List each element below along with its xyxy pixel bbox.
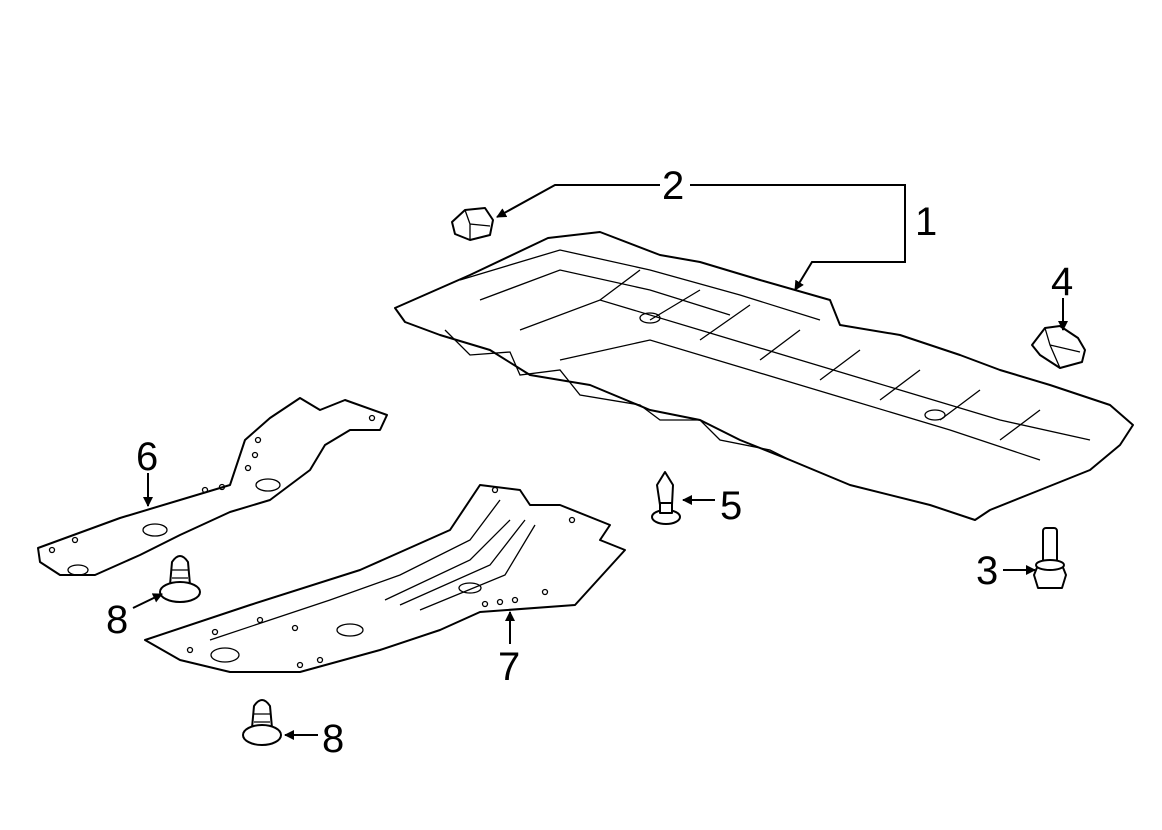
front-shield-part-7 bbox=[144, 484, 626, 673]
fastener-part-8-lower bbox=[242, 699, 282, 746]
callout-4: 4 bbox=[1051, 260, 1073, 304]
callout-2: 2 bbox=[662, 164, 684, 208]
callout-8-upper: 8 bbox=[106, 598, 128, 642]
callout-8-lower: 8 bbox=[322, 717, 344, 761]
bolt-part-3 bbox=[1033, 527, 1067, 589]
fastener-part-8-upper bbox=[159, 555, 201, 603]
callout-1: 1 bbox=[915, 200, 937, 244]
callout-5: 5 bbox=[720, 484, 742, 528]
callout-6: 6 bbox=[136, 435, 158, 479]
callout-3: 3 bbox=[976, 549, 998, 593]
side-shield-part-6 bbox=[37, 397, 388, 576]
leader-lines bbox=[132, 184, 1068, 740]
push-pin-part-5 bbox=[651, 471, 681, 525]
clip-part-2 bbox=[451, 207, 494, 241]
underbody-shield-part-1 bbox=[394, 231, 1134, 521]
callout-7: 7 bbox=[498, 645, 520, 689]
bracket-part-4 bbox=[1031, 325, 1086, 369]
